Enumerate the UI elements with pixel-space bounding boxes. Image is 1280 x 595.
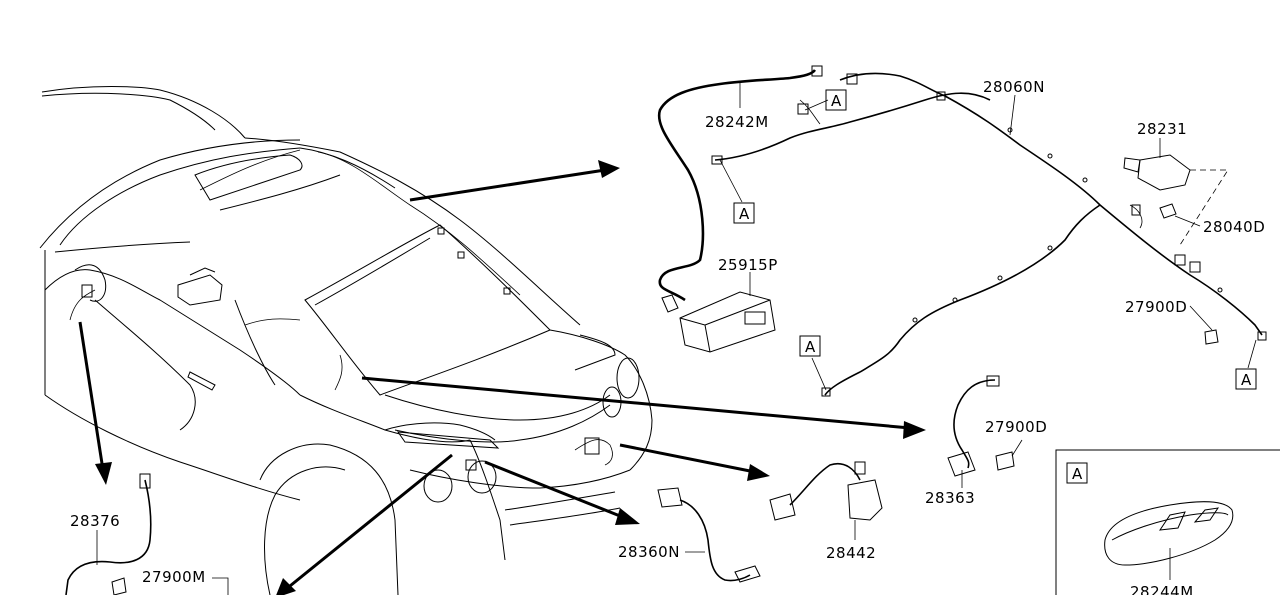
- bolt-27900M: [212, 577, 229, 595]
- callout-a-4: A: [1235, 368, 1257, 390]
- part-labels: 28242M 28060N 28231 28040D 25915P 27900D…: [70, 78, 1265, 595]
- svg-text:A: A: [805, 338, 816, 356]
- label-28040D: 28040D: [1203, 218, 1265, 236]
- part-28442-cable: [769, 461, 883, 540]
- label-28231: 28231: [1137, 120, 1187, 138]
- label-28360N: 28360N: [618, 543, 680, 561]
- part-28376-cable: [65, 473, 152, 595]
- svg-text:A: A: [831, 92, 842, 110]
- label-28442: 28442: [826, 544, 876, 562]
- bolt-27900D-a: [1189, 305, 1219, 345]
- part-28231-module: [1123, 154, 1229, 246]
- leader-arrows: [78, 160, 926, 595]
- bolt-27900D-b: [995, 439, 1023, 471]
- callout-a-2: A: [733, 202, 755, 224]
- label-28244M: 28244M: [1130, 583, 1194, 595]
- label-28242M: 28242M: [705, 113, 769, 131]
- part-28060N-harness: [711, 72, 1267, 397]
- callout-a-inset: A: [1066, 462, 1088, 484]
- svg-text:A: A: [739, 205, 750, 223]
- part-28242M-harness: [657, 65, 823, 313]
- callout-a-markers: A A A A A: [733, 89, 1257, 484]
- part-25915P-module: [679, 272, 776, 353]
- part-28360N-cable: [657, 487, 761, 583]
- car-body-illustration: [39, 86, 653, 595]
- callout-a-1: A: [825, 89, 847, 111]
- label-27900M: 27900M: [142, 568, 206, 586]
- part-28363-cable: [947, 375, 1000, 477]
- label-28376: 28376: [70, 512, 120, 530]
- label-28060N: 28060N: [983, 78, 1045, 96]
- label-leaders: [719, 82, 1257, 488]
- label-25915P: 25915P: [718, 256, 778, 274]
- callout-a-3: A: [799, 335, 821, 357]
- label-27900D-b: 27900D: [985, 418, 1047, 436]
- label-27900D-a: 27900D: [1125, 298, 1187, 316]
- label-28363: 28363: [925, 489, 975, 507]
- svg-text:A: A: [1072, 465, 1083, 483]
- detail-inset-box: [1055, 449, 1280, 595]
- svg-text:A: A: [1241, 371, 1252, 389]
